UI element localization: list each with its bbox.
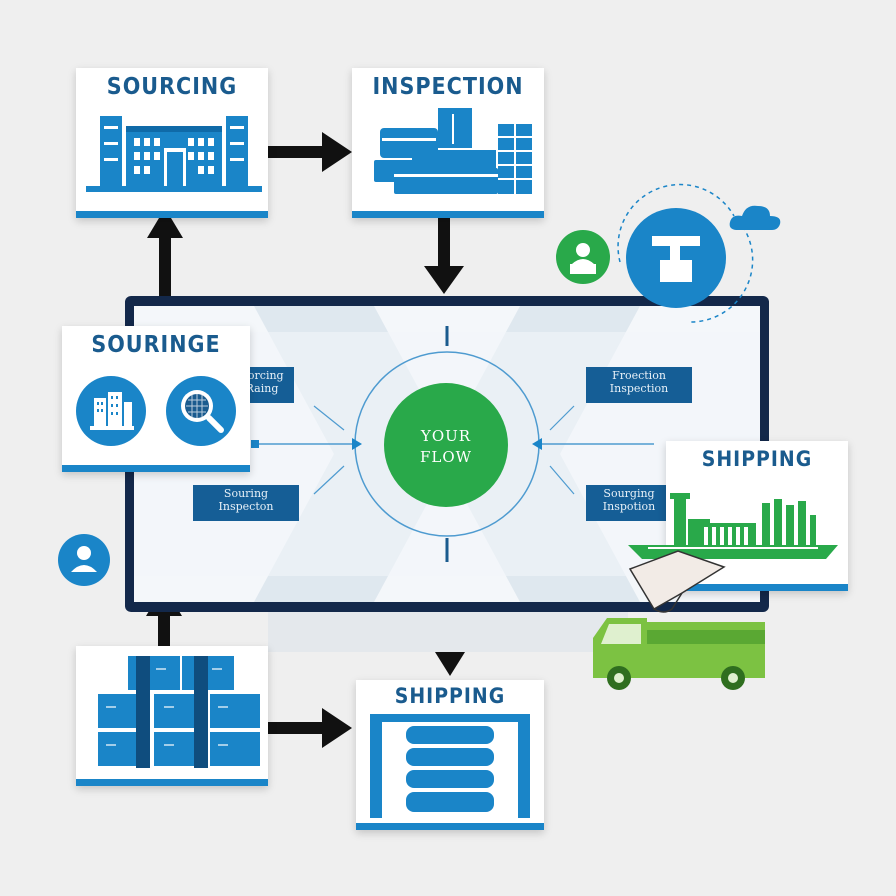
user-badge-icon	[58, 534, 110, 586]
card-sourcing-secondary: SOURINGE	[62, 326, 250, 472]
arrow-sourcing-to-inspection	[268, 132, 352, 172]
person-icon	[556, 230, 610, 284]
factory-icon	[86, 116, 262, 192]
building-badge-icon	[76, 376, 146, 446]
card-title: INSPECTION	[372, 74, 524, 100]
card-pallets	[76, 646, 268, 786]
arrow-inspection-down	[424, 218, 464, 294]
monitor-stand	[268, 612, 628, 652]
screen-label-top-right: Froection Inspection	[586, 367, 692, 403]
truck-icon	[593, 618, 765, 690]
card-shipping: SHIPPING	[356, 680, 544, 830]
card-inspection: INSPECTION	[352, 68, 544, 218]
card-title: SHIPPING	[701, 447, 813, 471]
pallet-icon	[98, 656, 260, 768]
crane-badge-icon	[626, 208, 726, 308]
arrow-up-to-sourcing	[147, 208, 183, 298]
cloud-icon	[729, 205, 781, 230]
flow-hub: YOUR FLOW	[384, 383, 508, 507]
card-sourcing: SOURCING	[76, 68, 268, 218]
search-icon	[166, 376, 236, 446]
lid-icon	[628, 550, 726, 613]
hub-line1: YOUR	[420, 427, 472, 445]
hub-line2: FLOW	[419, 448, 473, 466]
warehouse-icon	[374, 108, 532, 194]
screen-label-bottom-right: Sourging Inspotion	[586, 485, 672, 521]
arrow-pallets-to-shipping	[268, 708, 352, 748]
screen-label-bottom-left: Souring Inspecton	[193, 485, 299, 521]
card-title: SHIPPING	[394, 684, 506, 708]
drum-stack-icon	[370, 714, 530, 818]
card-title: SOURINGE	[91, 332, 221, 358]
card-title: SOURCING	[106, 74, 238, 100]
orbit-ring	[617, 183, 754, 323]
